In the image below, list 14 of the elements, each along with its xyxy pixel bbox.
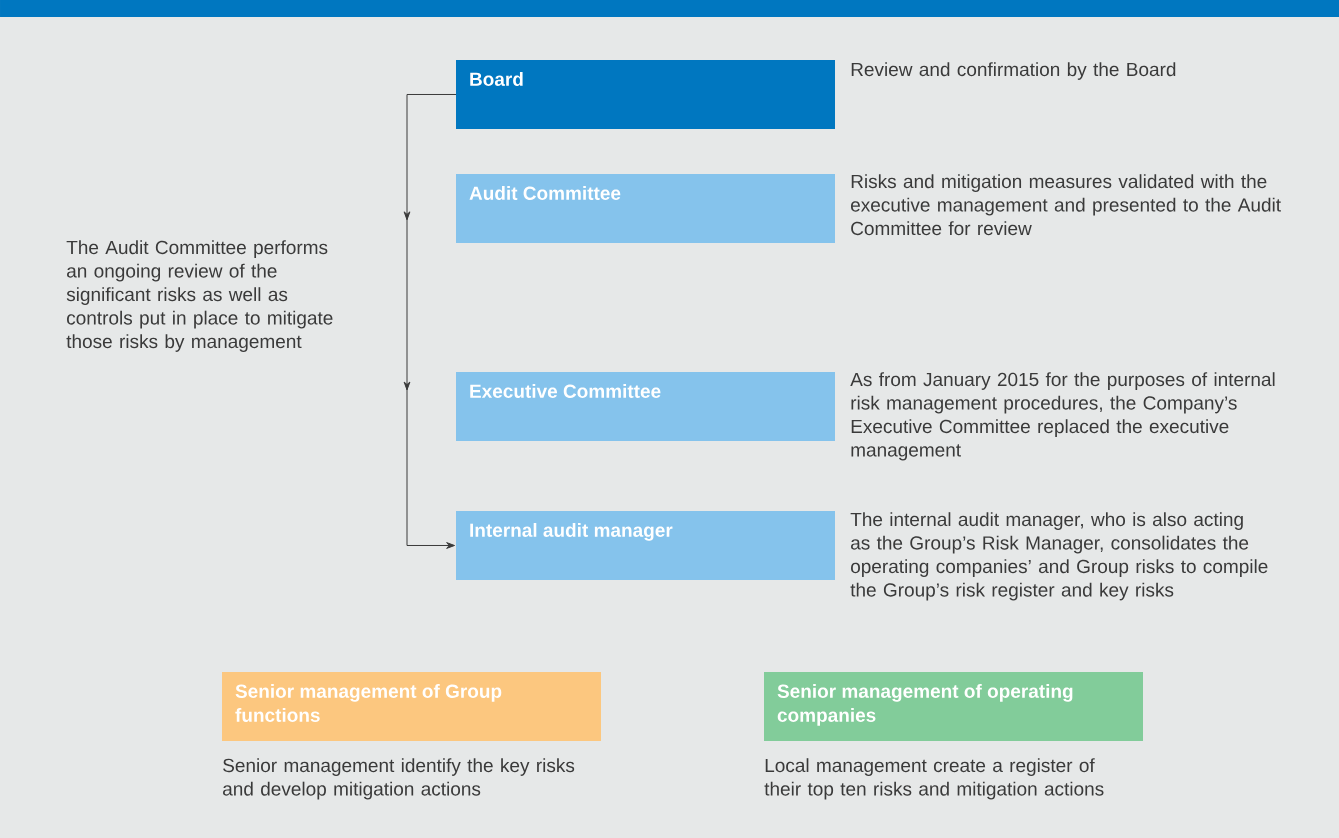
process-box: Audit Committee — [456, 174, 835, 243]
process-box: Board — [456, 60, 835, 129]
description-text: As from January 2015 for the purposes of internal risk management procedures, the Company’s Executive Committee replaced the executive management — [850, 372, 1275, 461]
description-text: Risks and mitigation measures validated with the executive management and presented to the Audit Committee for review — [851, 174, 1281, 236]
process-box: Senior management of operating companies — [764, 672, 1143, 741]
process-box: Senior management of Group functions — [222, 672, 601, 741]
note-text: The Audit Committee performs an ongoing review of the significant risks as well as controls put in place to mitigate those risks by management — [66, 240, 333, 352]
description-text: Senior management identify the key risks and develop mitigation actions — [223, 758, 575, 800]
arrow — [403, 94, 457, 549]
process-box: Executive Committee — [456, 372, 835, 441]
process-box: Internal audit manager — [456, 511, 835, 580]
description-text: The internal audit manager, who is also acting as the Group’s Risk Manager, consolidates the operating companies’ and Group risks to compile the Group’s risk register and key risks — [850, 512, 1268, 601]
description-text: Review and confirmation by the Board — [851, 62, 1176, 80]
description-text: Local management create a register of their top ten risks and mitigation actions — [764, 758, 1104, 800]
